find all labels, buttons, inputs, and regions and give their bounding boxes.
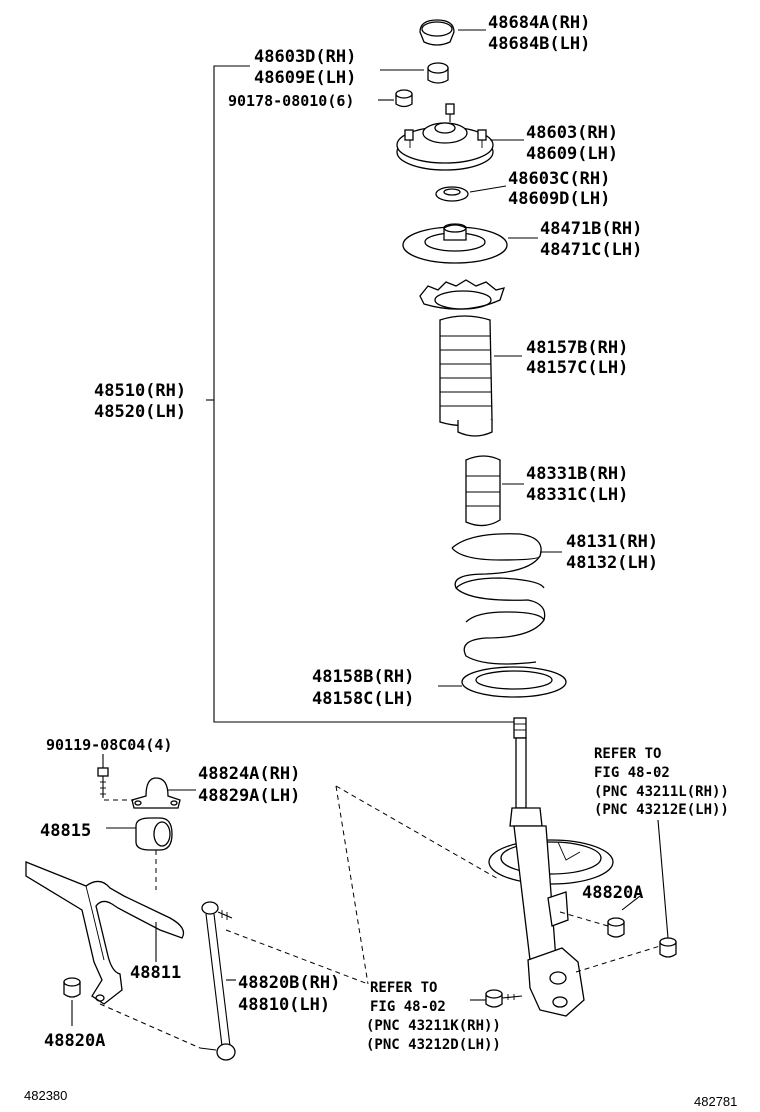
svg-text:482380: 482380 bbox=[24, 1088, 67, 1103]
bushing-48815-icon bbox=[106, 817, 173, 890]
label-90178: 90178-08010(6) bbox=[228, 92, 354, 110]
svg-text:48520(LH): 48520(LH) bbox=[94, 402, 186, 422]
svg-text:48157C(LH): 48157C(LH) bbox=[526, 358, 628, 378]
label-48820b: 48820B(RH) 48810(LH) bbox=[238, 973, 340, 1015]
label-48157: 48157B(RH) 48157C(LH) bbox=[526, 338, 628, 378]
label-48820a-left: 48820A bbox=[44, 1031, 105, 1051]
svg-text:90178-08010(6): 90178-08010(6) bbox=[228, 92, 354, 110]
nut-48603d-icon bbox=[380, 62, 449, 84]
shock-absorber-icon bbox=[488, 717, 614, 1017]
svg-text:48609D(LH): 48609D(LH) bbox=[508, 189, 610, 209]
label-48603d: 48603D(RH) 48609E(LH) bbox=[254, 47, 356, 88]
bolt-refer-bottom-icon bbox=[470, 989, 523, 1008]
label-48684: 48684A(RH) 48684B(LH) bbox=[488, 13, 590, 54]
svg-text:48471C(LH): 48471C(LH) bbox=[540, 240, 642, 260]
label-48510: 48510(RH) 48520(LH) bbox=[94, 381, 186, 422]
cap-48684-icon bbox=[419, 19, 486, 46]
svg-text:48820B(RH): 48820B(RH) bbox=[238, 973, 340, 993]
svg-text:48609(LH): 48609(LH) bbox=[526, 144, 618, 164]
nut-90178-icon bbox=[378, 89, 413, 108]
svg-text:48603C(RH): 48603C(RH) bbox=[508, 169, 610, 189]
label-48158: 48158B(RH) 48158C(LH) bbox=[312, 667, 414, 709]
dust-boot-48157-icon bbox=[419, 279, 522, 437]
svg-text:48609E(LH): 48609E(LH) bbox=[254, 68, 356, 88]
spring-seat-48471-icon bbox=[402, 223, 538, 264]
svg-text:REFER TO: REFER TO bbox=[370, 980, 437, 996]
svg-text:48158B(RH): 48158B(RH) bbox=[312, 667, 414, 687]
lower-insulator-48158-icon bbox=[438, 666, 567, 698]
svg-text:(PNC 43212E(LH)): (PNC 43212E(LH)) bbox=[594, 802, 729, 818]
svg-text:48331B(RH): 48331B(RH) bbox=[526, 464, 628, 484]
label-48331: 48331B(RH) 48331C(LH) bbox=[526, 464, 628, 505]
nut-48820a-right-icon bbox=[607, 895, 641, 938]
support-mount-48603-icon bbox=[396, 103, 524, 171]
bearing-48603c-icon bbox=[435, 185, 507, 202]
svg-text:(PNC 43211K(RH)): (PNC 43211K(RH)) bbox=[366, 1018, 501, 1034]
label-48815: 48815 bbox=[40, 821, 91, 841]
label-48131: 48131(RH) 48132(LH) bbox=[566, 532, 658, 573]
svg-text:FIG 48-02: FIG 48-02 bbox=[594, 765, 670, 781]
stabilizer-bar-48811-icon bbox=[25, 861, 185, 1005]
svg-text:48684B(LH): 48684B(LH) bbox=[488, 34, 590, 54]
refer-note-right: REFER TO FIG 48-02 (PNC 43211L(RH)) (PNC… bbox=[594, 746, 729, 818]
coil-spring-48131-icon bbox=[451, 533, 562, 665]
svg-text:48510(RH): 48510(RH) bbox=[94, 381, 186, 401]
svg-text:90119-08C04(4): 90119-08C04(4) bbox=[46, 736, 172, 754]
svg-text:48158C(LH): 48158C(LH) bbox=[312, 689, 414, 709]
svg-text:48820A: 48820A bbox=[582, 883, 643, 903]
svg-text:REFER TO: REFER TO bbox=[594, 746, 661, 762]
svg-text:482781: 482781 bbox=[694, 1094, 737, 1109]
stabilizer-link-48820b-icon bbox=[199, 901, 236, 1061]
label-48811: 48811 bbox=[130, 963, 181, 983]
svg-text:48603D(RH): 48603D(RH) bbox=[254, 47, 356, 67]
svg-text:48810(LH): 48810(LH) bbox=[238, 995, 330, 1015]
label-48820a-right: 48820A bbox=[582, 883, 643, 903]
label-48603: 48603(RH) 48609(LH) bbox=[526, 123, 618, 164]
svg-text:48131(RH): 48131(RH) bbox=[566, 532, 658, 552]
guide-lines bbox=[99, 785, 661, 1049]
figure-id-right: 482781 bbox=[694, 1094, 737, 1109]
strut-assembly-bracket bbox=[206, 65, 514, 723]
svg-text:48157B(RH): 48157B(RH) bbox=[526, 338, 628, 358]
figure-id-left: 482380 bbox=[24, 1088, 67, 1103]
svg-text:48471B(RH): 48471B(RH) bbox=[540, 219, 642, 239]
label-48824: 48824A(RH) 48829A(LH) bbox=[198, 764, 300, 806]
bracket-48824-icon bbox=[104, 777, 196, 809]
svg-text:48811: 48811 bbox=[130, 963, 181, 983]
svg-text:48684A(RH): 48684A(RH) bbox=[488, 13, 590, 33]
bump-stop-48331-icon bbox=[465, 455, 524, 527]
label-48603c: 48603C(RH) 48609D(LH) bbox=[508, 169, 610, 209]
label-90119: 90119-08C04(4) bbox=[46, 736, 172, 754]
svg-text:48132(LH): 48132(LH) bbox=[566, 553, 658, 573]
svg-text:48331C(LH): 48331C(LH) bbox=[526, 485, 628, 505]
svg-text:48824A(RH): 48824A(RH) bbox=[198, 764, 300, 784]
svg-text:48820A: 48820A bbox=[44, 1031, 105, 1051]
nut-refer-right-icon bbox=[657, 819, 677, 958]
svg-text:48829A(LH): 48829A(LH) bbox=[198, 786, 300, 806]
label-48471: 48471B(RH) 48471C(LH) bbox=[540, 219, 642, 260]
svg-text:48603(RH): 48603(RH) bbox=[526, 123, 618, 143]
svg-text:(PNC 43211L(RH)): (PNC 43211L(RH)) bbox=[594, 784, 729, 800]
svg-text:(PNC 43212D(LH)): (PNC 43212D(LH)) bbox=[366, 1037, 501, 1053]
refer-note-bottom: REFER TO FIG 48-02 (PNC 43211K(RH)) (PNC… bbox=[366, 980, 501, 1053]
svg-text:FIG 48-02: FIG 48-02 bbox=[370, 999, 446, 1015]
svg-text:48815: 48815 bbox=[40, 821, 91, 841]
nut-48820a-left-icon bbox=[63, 977, 81, 1026]
bolt-90119-icon bbox=[97, 754, 109, 798]
